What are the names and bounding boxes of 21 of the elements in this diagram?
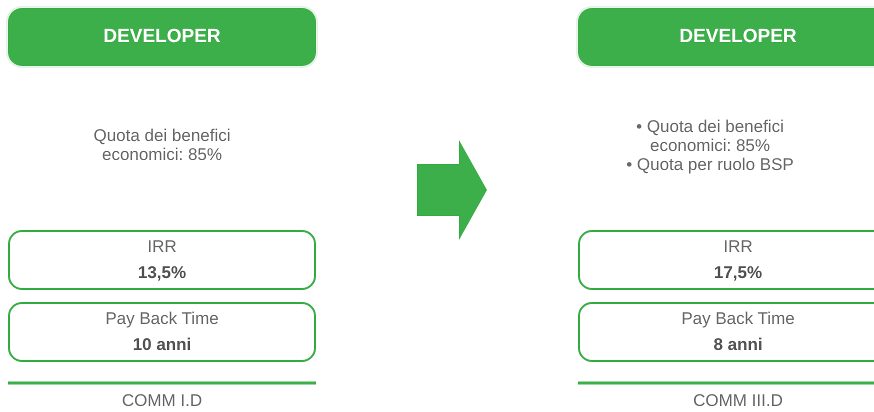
metric-value: 13,5% [138, 262, 186, 284]
metric-name: Pay Back Time [681, 308, 795, 330]
header-text: DEVELOPER [103, 24, 221, 49]
metric-box [8, 302, 316, 362]
metric-name: IRR [147, 236, 177, 258]
column-caption: COMM III.D [693, 390, 783, 412]
metric-box [578, 230, 874, 290]
header-text: DEVELOPER [679, 24, 797, 49]
metric-box [578, 302, 874, 362]
metric-name: IRR [723, 236, 753, 258]
metric-name: Pay Back Time [105, 308, 219, 330]
bullet-item: • Quota dei benefici economici: 85% [635, 116, 785, 154]
metric-value: 17,5% [714, 262, 762, 284]
header-bar [578, 8, 874, 66]
header-bar [8, 8, 316, 66]
metric-value: 8 anni [713, 334, 763, 356]
description-text: Quota dei benefici economici: 85% [92, 126, 232, 164]
bullet-item: • Quota per ruolo BSP [626, 154, 794, 174]
column-caption: COMM I.D [122, 390, 202, 412]
metric-box [8, 230, 316, 290]
metric-value: 10 anni [132, 334, 192, 356]
